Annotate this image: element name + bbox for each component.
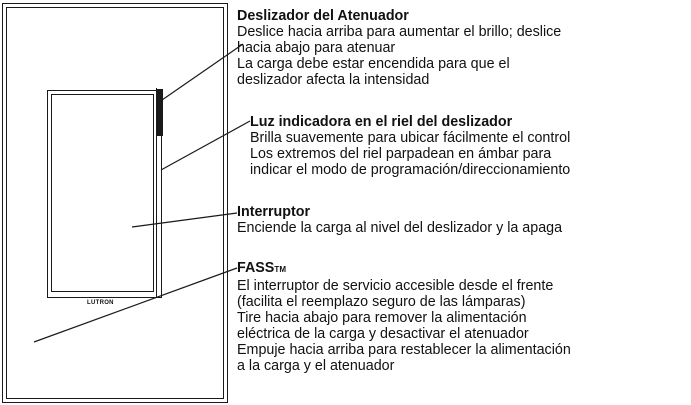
slider-callout-line: La carga debe estar encendida para que e… <box>237 56 510 72</box>
slider-callout-title: Deslizador del Atenuador <box>237 8 409 24</box>
fass-callout: FASSTM El interruptor de servicio accesi… <box>237 260 689 374</box>
indicator-callout-line: Los extremos del riel parpadean en ámbar… <box>250 146 552 162</box>
wallplate: LUTRON <box>2 3 228 403</box>
slider-callout-line: deslizador afecta la intensidad <box>237 72 430 88</box>
indicator-callout-title: Luz indicadora en el riel del deslizador <box>250 114 513 130</box>
slider-callout-line: hacia abajo para atenuar <box>237 40 396 56</box>
wallplate-inner-border <box>6 7 224 399</box>
switch-callout-title: Interruptor <box>237 204 311 220</box>
fass-callout-line: a la carga y el atenuador <box>237 358 395 374</box>
fass-callout-line: Tire hacia abajo para remover la aliment… <box>237 310 527 326</box>
trademark-mark: TM <box>274 265 287 274</box>
dimmer-slider-handle <box>156 89 163 136</box>
indicator-callout: Luz indicadora en el riel del deslizador… <box>250 114 691 178</box>
indicator-callout-line: Brilla suavemente para ubicar fácilmente… <box>250 130 571 146</box>
slider-callout: Deslizador del Atenuador Deslice hacia a… <box>237 8 689 88</box>
rocker-switch-face <box>51 94 154 292</box>
lutron-logo: LUTRON <box>87 300 114 306</box>
fass-callout-line: Empuje hacia arriba para restablecer la … <box>237 342 571 358</box>
slider-callout-line: Deslice hacia arriba para aumentar el br… <box>237 24 562 40</box>
rocker-switch <box>47 90 162 298</box>
fass-callout-line: (facilita el reemplazo seguro de las lám… <box>237 294 526 310</box>
fass-callout-line: eléctrica de la carga y desactivar el at… <box>237 326 529 342</box>
switch-callout: Interruptor Enciende la carga al nivel d… <box>237 204 689 236</box>
switch-callout-line: Enciende la carga al nivel del deslizado… <box>237 220 563 236</box>
fass-callout-title-wrap: FASSTM <box>237 260 689 278</box>
slider-rail <box>156 88 162 298</box>
indicator-callout-line: indicar el modo de programación/direccio… <box>250 162 571 178</box>
fass-callout-title: FASS <box>237 260 275 276</box>
fass-callout-line: El interruptor de servicio accesible des… <box>237 278 554 294</box>
